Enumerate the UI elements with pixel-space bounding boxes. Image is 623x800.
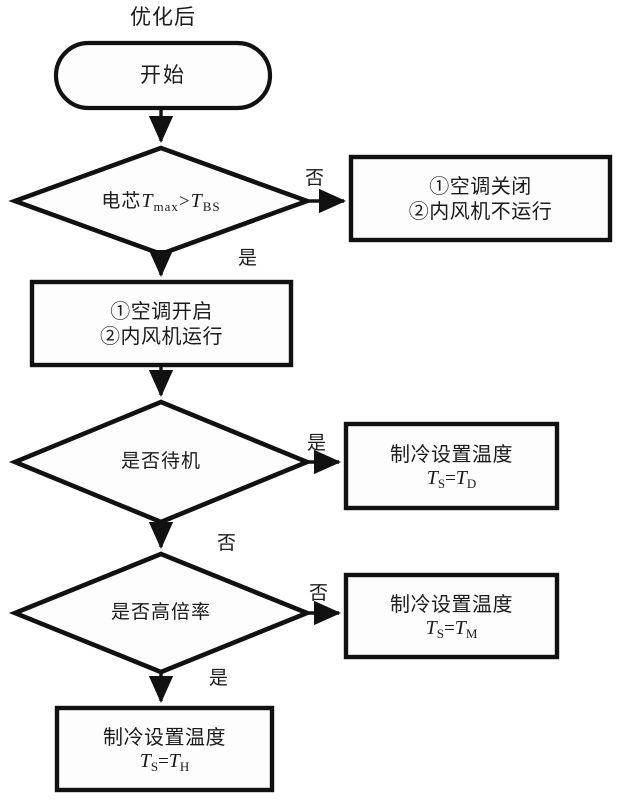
node-set-temp-m-shape: [343, 572, 560, 660]
node-action-on-shape: [29, 279, 294, 368]
node-decision-highrate-shape: [8, 551, 314, 675]
node-start-shape: [53, 40, 273, 111]
node-decision-temp-shape: [8, 145, 314, 257]
node-decision-standby-shape: [8, 399, 314, 525]
node-set-temp-h-shape: [54, 705, 275, 793]
node-set-temp-d-shape: [343, 421, 560, 511]
node-action-off-shape: [348, 154, 613, 243]
